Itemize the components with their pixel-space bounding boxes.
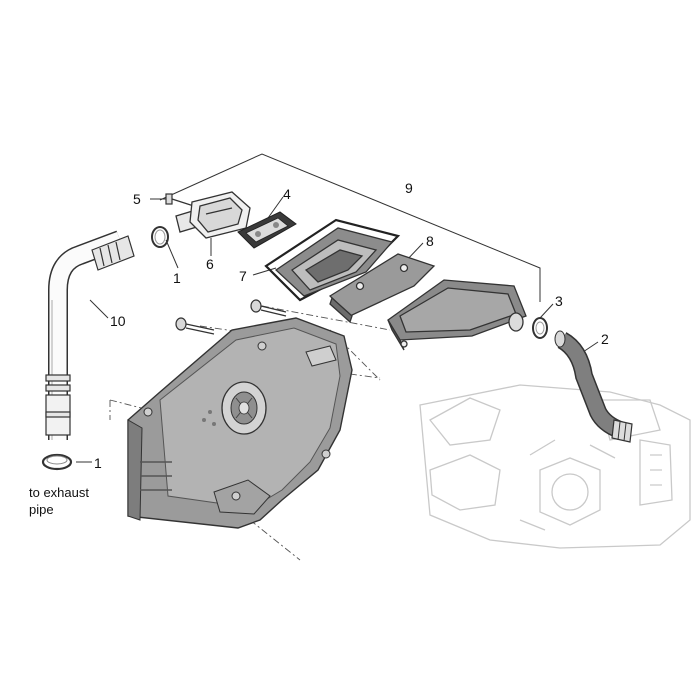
callout-5: 5 (133, 191, 141, 207)
callout-10: 10 (110, 313, 126, 329)
leader-lines (76, 196, 599, 463)
callout-7: 7 (239, 268, 247, 284)
bolt-left (175, 317, 215, 335)
hose-clamp-top (151, 226, 169, 248)
group-bracket-9 (159, 153, 541, 302)
reed-valve-housing-part-9 (274, 227, 394, 297)
callout-3: 3 (555, 293, 563, 309)
callout-4: 4 (283, 186, 291, 202)
reed-plate-part-8 (328, 253, 436, 324)
callout-1-top: 1 (173, 270, 181, 286)
gasket-part-4 (237, 211, 297, 249)
callout-8: 8 (426, 233, 434, 249)
callout-2: 2 (601, 331, 609, 347)
callout-9: 9 (405, 180, 413, 196)
transmission-cover (127, 317, 353, 529)
exhaust-note: to exhaust pipe (29, 484, 89, 518)
hose-part-10 (45, 230, 135, 440)
pipe-part-2 (554, 330, 633, 443)
callout-1-bottom: 1 (94, 455, 102, 471)
exhaust-note-line1: to exhaust (29, 485, 89, 500)
bolt-right (250, 299, 287, 317)
callout-6: 6 (206, 256, 214, 272)
intake-block-part-9 (387, 279, 527, 351)
engine-block-outline (419, 384, 691, 549)
hose-clamp-bottom (41, 453, 73, 471)
hose-clamp-part-3 (532, 317, 548, 339)
exhaust-note-line2: pipe (29, 502, 54, 517)
